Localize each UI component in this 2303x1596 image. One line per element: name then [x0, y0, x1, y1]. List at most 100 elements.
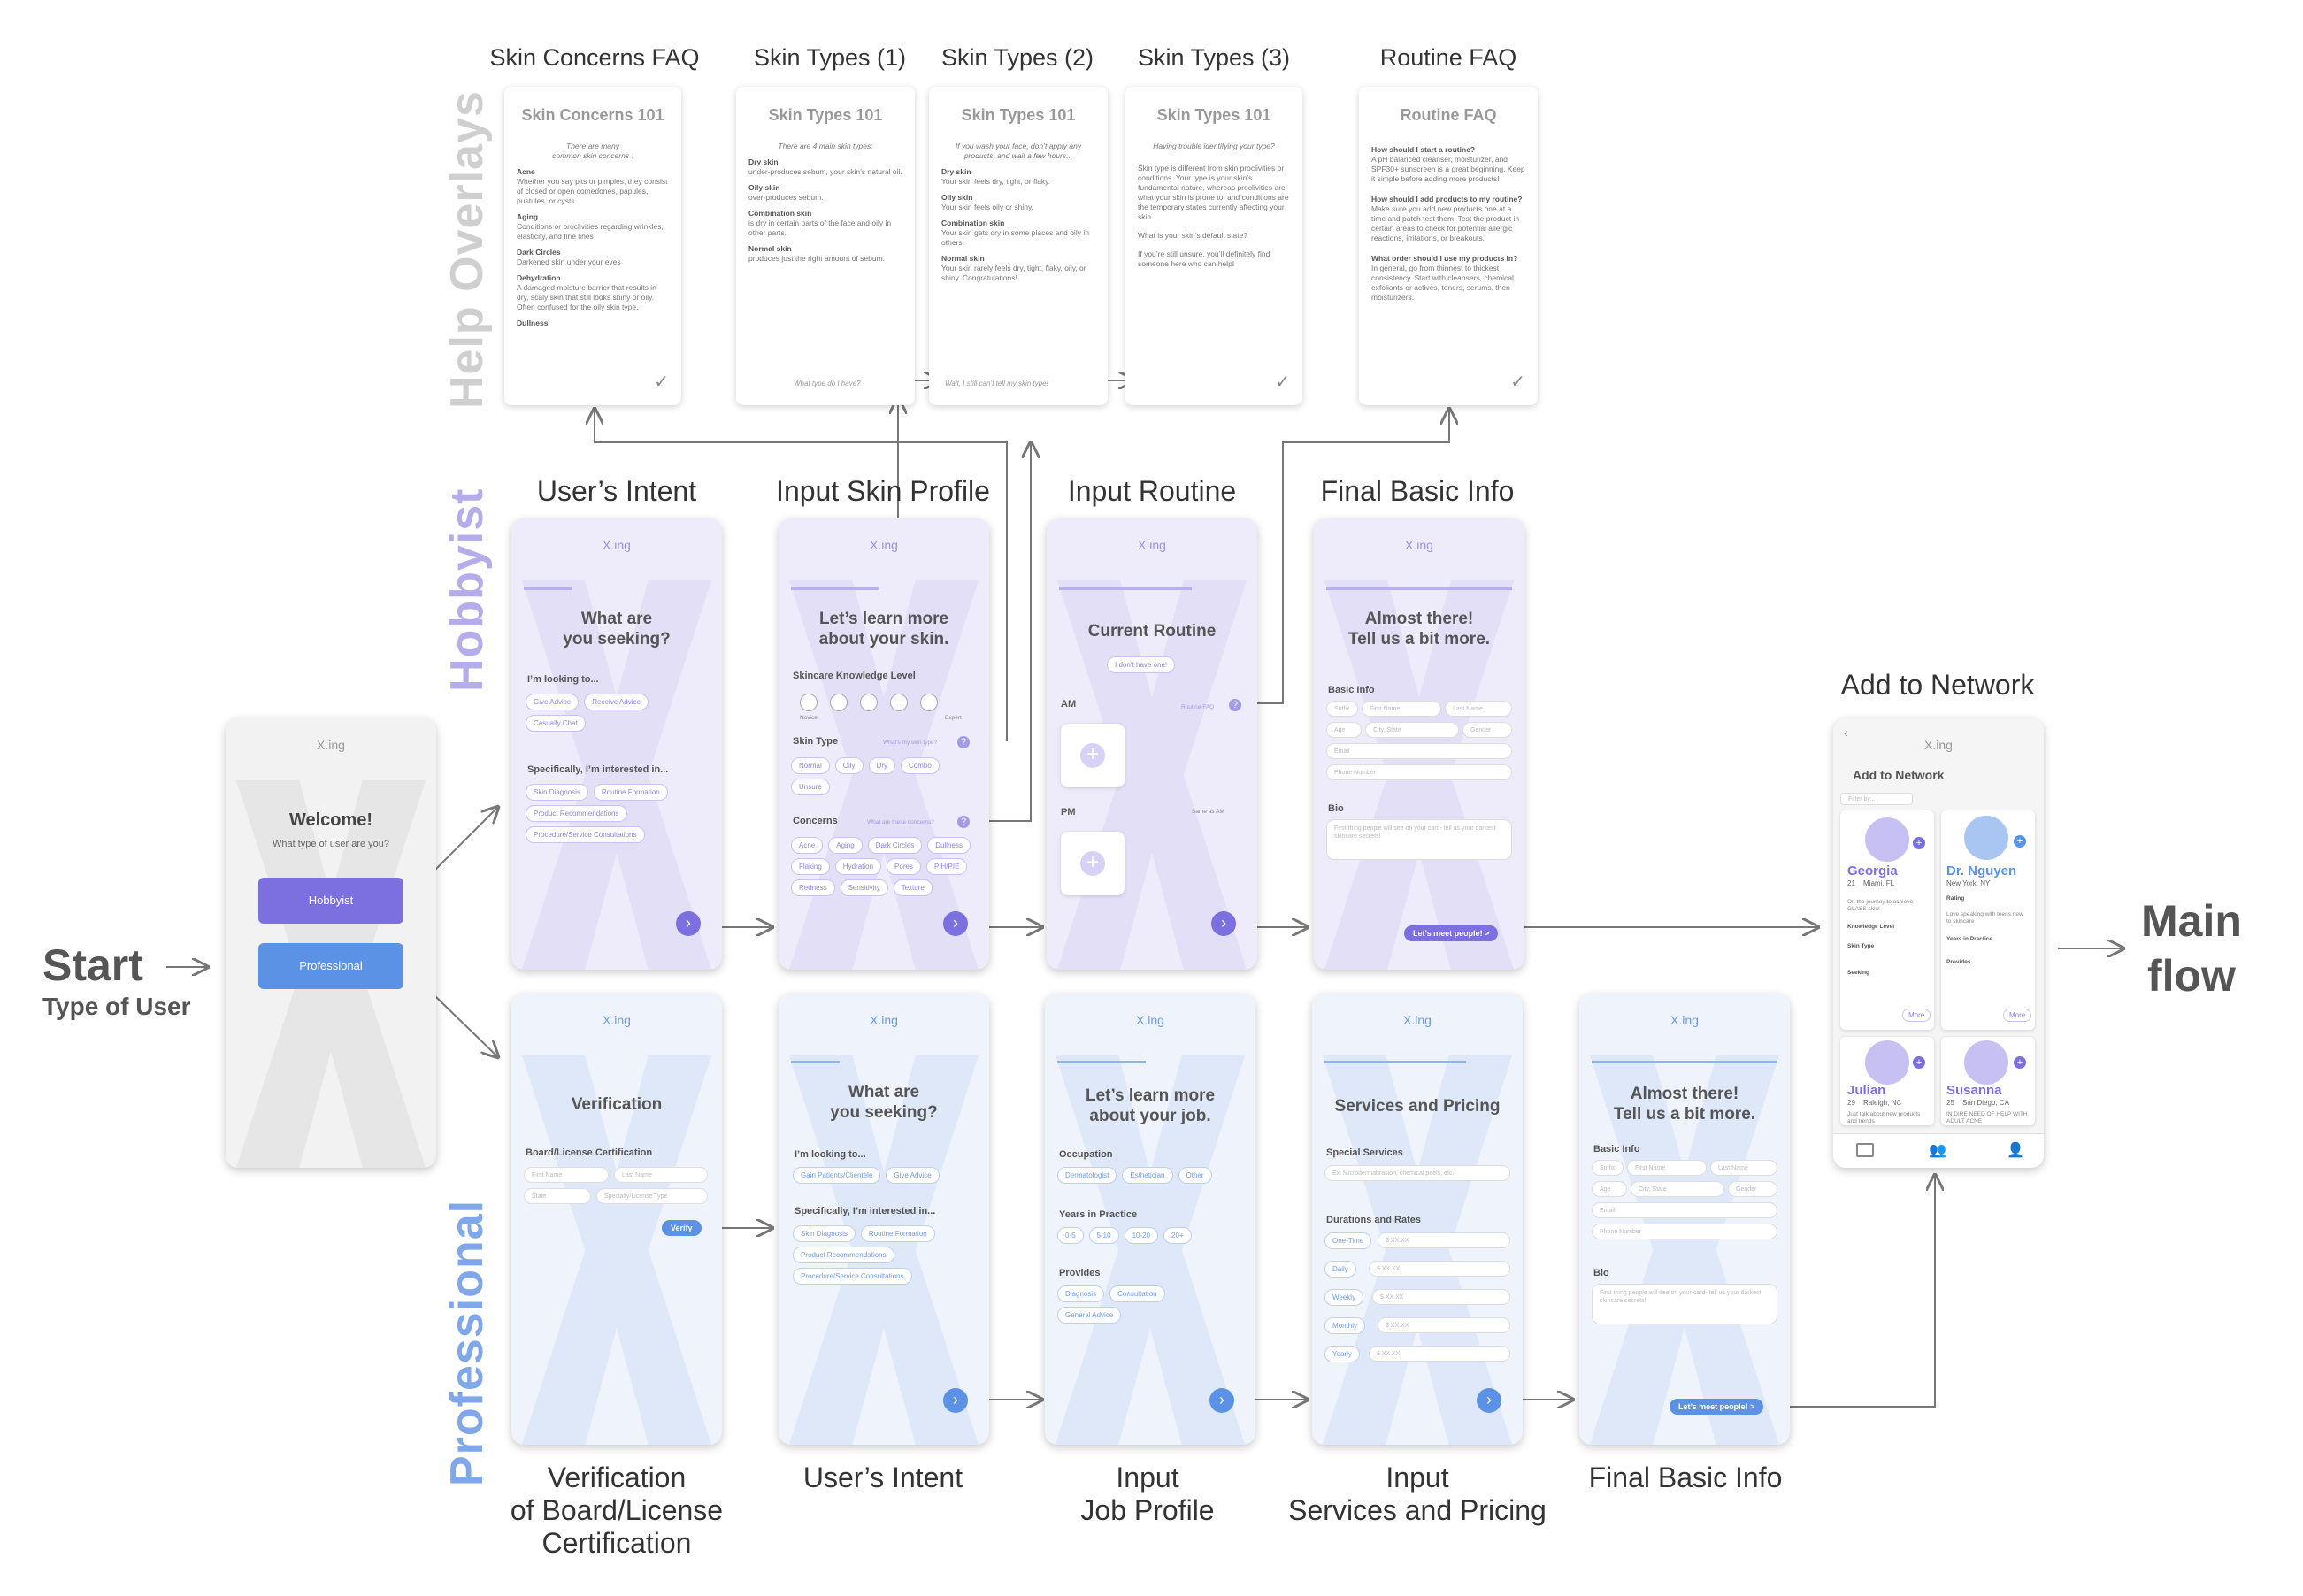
- chip-option[interactable]: 20+: [1163, 1227, 1192, 1244]
- filter-dropdown[interactable]: Filter by...: [1840, 793, 1913, 805]
- next-button[interactable]: ›: [676, 911, 701, 936]
- chip-option[interactable]: Routine Formation: [593, 784, 668, 801]
- profile-icon[interactable]: 👤: [2007, 1143, 2024, 1158]
- email-field[interactable]: Email: [1326, 743, 1512, 759]
- chip-option[interactable]: Give Advice: [526, 694, 580, 710]
- first-name-field[interactable]: First Name: [524, 1167, 609, 1183]
- add-pm-product-button[interactable]: +: [1061, 832, 1125, 895]
- city-field[interactable]: City, State: [1365, 722, 1459, 738]
- concerns-help-link[interactable]: What are these concerns?: [867, 819, 934, 825]
- back-icon[interactable]: ‹: [1844, 725, 1848, 740]
- last-name-field[interactable]: Last Name: [614, 1167, 708, 1183]
- rate-price-field[interactable]: $ XX.XX: [1378, 1317, 1510, 1333]
- gender-field[interactable]: Gender: [1728, 1181, 1777, 1197]
- chip-option[interactable]: Other: [1178, 1167, 1212, 1184]
- add-icon[interactable]: +: [2014, 1056, 2026, 1069]
- age-field[interactable]: Age: [1592, 1181, 1627, 1197]
- people-icon[interactable]: 👥: [1929, 1143, 1946, 1158]
- next-button[interactable]: ›: [1209, 1388, 1234, 1413]
- chip-option[interactable]: Skin Diagnosis: [526, 784, 588, 801]
- chip-option[interactable]: Product Recommendations: [793, 1247, 894, 1263]
- rate-price-field[interactable]: $ XX.XX: [1369, 1346, 1510, 1362]
- hobbyist-button[interactable]: Hobbyist: [258, 878, 403, 924]
- more-button[interactable]: More: [2003, 1009, 2032, 1022]
- add-icon[interactable]: +: [1913, 837, 1925, 849]
- specialty-field[interactable]: Specialty/License Type: [596, 1188, 708, 1204]
- city-field[interactable]: City, State: [1631, 1181, 1724, 1197]
- lets-meet-people-button[interactable]: Let’s meet people! >: [1670, 1399, 1764, 1415]
- rate-period-chip[interactable]: Yearly: [1324, 1346, 1360, 1362]
- chip-option[interactable]: Dullness: [927, 837, 971, 854]
- age-field[interactable]: Age: [1326, 722, 1362, 738]
- chip-option[interactable]: Combo: [901, 757, 940, 774]
- email-field[interactable]: Email: [1592, 1202, 1777, 1218]
- next-button[interactable]: ›: [1211, 911, 1236, 936]
- chip-option[interactable]: Skin Diagnosis: [793, 1225, 856, 1242]
- chat-icon[interactable]: [1856, 1143, 1874, 1157]
- add-icon[interactable]: +: [1913, 1056, 1925, 1069]
- chip-option[interactable]: Redness: [791, 879, 835, 896]
- add-icon[interactable]: +: [2014, 835, 2026, 848]
- check-icon[interactable]: ✓: [1275, 372, 1290, 392]
- suffix-field[interactable]: Suffix: [1326, 701, 1358, 717]
- rate-price-field[interactable]: $ XX.XX: [1369, 1261, 1510, 1277]
- first-name-field[interactable]: First Name: [1362, 701, 1441, 717]
- chip-option[interactable]: Consultation: [1109, 1285, 1165, 1302]
- skin-type-help-link[interactable]: What’s my skin type?: [883, 740, 938, 746]
- next-button[interactable]: ›: [1477, 1388, 1501, 1413]
- chip-option[interactable]: Diagnosis: [1057, 1285, 1105, 1302]
- help-icon[interactable]: ?: [957, 816, 970, 828]
- chip-option[interactable]: Gain Patients/Clientele: [793, 1167, 881, 1184]
- add-am-product-button[interactable]: +: [1061, 724, 1125, 787]
- bio-textarea[interactable]: First thing people will see on your card…: [1326, 819, 1512, 860]
- rate-price-field[interactable]: $ XX.XX: [1378, 1232, 1510, 1248]
- level-radio[interactable]: [830, 694, 848, 711]
- level-radio[interactable]: [920, 694, 938, 711]
- chip-option[interactable]: Procedure/Service Consultations: [793, 1268, 912, 1285]
- chip-option[interactable]: Pores: [887, 858, 921, 875]
- chip-option[interactable]: Unsure: [791, 779, 830, 795]
- check-icon[interactable]: ✓: [654, 372, 669, 392]
- level-radio[interactable]: [800, 694, 818, 711]
- bio-textarea[interactable]: First thing people will see on your card…: [1592, 1284, 1777, 1324]
- next-button[interactable]: ›: [943, 911, 968, 936]
- rate-period-chip[interactable]: Daily: [1324, 1261, 1356, 1278]
- suffix-field[interactable]: Suffix: [1592, 1160, 1624, 1176]
- chip-option[interactable]: Acne: [791, 837, 824, 854]
- last-name-field[interactable]: Last Name: [1710, 1160, 1777, 1176]
- chip-option[interactable]: Dermatologist: [1057, 1167, 1117, 1184]
- profile-card[interactable]: + Georgia 21 Miami, FL On the journey to…: [1840, 810, 1934, 1030]
- phone-field[interactable]: Phone Number: [1592, 1224, 1777, 1239]
- chip-option[interactable]: PIH/PIE: [925, 858, 968, 875]
- same-as-am-checkbox[interactable]: Same as AM: [1192, 809, 1224, 815]
- no-routine-chip[interactable]: I don’t have one!: [1107, 656, 1176, 673]
- chip-option[interactable]: Receive Advice: [584, 694, 649, 710]
- phone-field[interactable]: Phone Number: [1326, 764, 1512, 780]
- more-button[interactable]: More: [1902, 1009, 1931, 1022]
- chip-option[interactable]: General Advice: [1057, 1307, 1122, 1324]
- chip-option[interactable]: Product Recommendations: [526, 805, 627, 822]
- professional-button[interactable]: Professional: [258, 943, 403, 989]
- faq-next-link[interactable]: Wait, I still can’t tell my skin type!: [945, 380, 1048, 387]
- help-icon[interactable]: ?: [1229, 699, 1241, 711]
- first-name-field[interactable]: First Name: [1627, 1160, 1707, 1176]
- profile-card[interactable]: + Dr. Nguyen New York, NY Rating Love sp…: [1941, 810, 2035, 1030]
- chip-option[interactable]: Texture: [893, 879, 933, 896]
- level-radio[interactable]: [860, 694, 878, 711]
- faq-next-link[interactable]: What type do I have?: [794, 380, 861, 387]
- chip-option[interactable]: Give Advice: [886, 1167, 940, 1184]
- chip-option[interactable]: 5-10: [1088, 1227, 1119, 1244]
- chip-option[interactable]: Esthetician: [1122, 1167, 1173, 1184]
- chip-option[interactable]: Procedure/Service Consultations: [526, 826, 645, 843]
- chip-option[interactable]: Oily: [834, 757, 864, 774]
- chip-option[interactable]: Flaking: [791, 858, 830, 875]
- chip-option[interactable]: 0-5: [1057, 1227, 1084, 1244]
- gender-field[interactable]: Gender: [1462, 722, 1512, 738]
- rate-price-field[interactable]: $ XX.XX: [1372, 1289, 1510, 1305]
- rate-period-chip[interactable]: Weekly: [1324, 1289, 1364, 1306]
- chip-option[interactable]: Normal: [791, 757, 830, 774]
- chip-option[interactable]: Hydration: [834, 858, 882, 875]
- special-services-field[interactable]: Ex. Microdermabrasion, chemical peels, e…: [1324, 1165, 1510, 1181]
- check-icon[interactable]: ✓: [1510, 372, 1525, 392]
- chip-option[interactable]: Sensitivity: [840, 879, 888, 896]
